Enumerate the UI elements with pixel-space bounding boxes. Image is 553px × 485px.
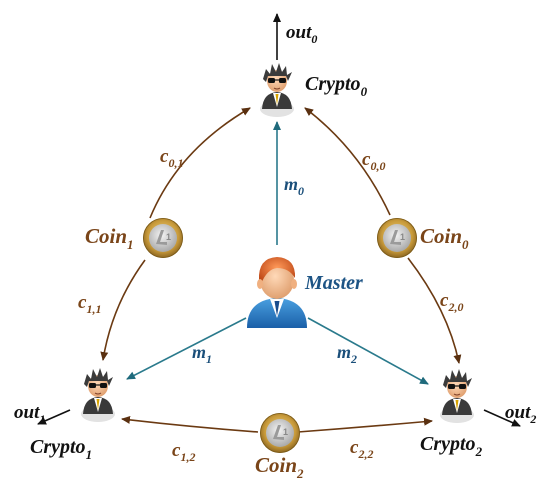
- edge-out2: [483, 409, 521, 427]
- coin1-label: Coin1: [85, 224, 134, 252]
- crypto1-label: Crypto1: [30, 436, 92, 462]
- edge-c01-label: c0,1: [160, 146, 183, 170]
- edge-c12: [121, 415, 259, 433]
- master-label: Master: [304, 272, 363, 294]
- out0-label: out0: [286, 22, 317, 46]
- edge-c00-label: c0,0: [362, 149, 385, 173]
- edge-c11-label: c1,1: [78, 292, 101, 316]
- edge-c20-label: c2,0: [440, 290, 463, 314]
- edge-c00: [304, 107, 391, 216]
- coin1-icon: [142, 217, 184, 259]
- edge-c12-label: c1,2: [172, 440, 195, 464]
- coin2-icon: [259, 412, 301, 454]
- edge-m2-label: m2: [337, 342, 357, 366]
- edge-c20: [407, 257, 462, 364]
- edge-out1: [37, 409, 71, 425]
- coin2-label: Coin2: [255, 453, 304, 481]
- edge-c22: [297, 417, 433, 433]
- out1-label: out1: [14, 402, 45, 426]
- crypto2-avatar-icon: [439, 368, 475, 424]
- crypto2-label: Crypto2: [420, 433, 483, 459]
- crypto0-label: Crypto0: [305, 73, 368, 99]
- edge-m2: [307, 317, 429, 385]
- edge-m0-label: m0: [284, 174, 304, 198]
- crypto1-avatar-icon: [80, 367, 116, 423]
- edge-c22-label: c2,2: [350, 437, 373, 461]
- out2-label: out2: [505, 402, 536, 426]
- coin0-label: Coin0: [420, 224, 469, 252]
- edge-m1: [126, 317, 247, 380]
- edge-c01: [149, 107, 251, 219]
- coin0-icon: [376, 217, 418, 259]
- edge-c11: [100, 259, 146, 361]
- master-avatar-icon: [247, 257, 307, 328]
- crypto0-avatar-icon: [259, 62, 295, 118]
- edge-m1-label: m1: [192, 342, 212, 366]
